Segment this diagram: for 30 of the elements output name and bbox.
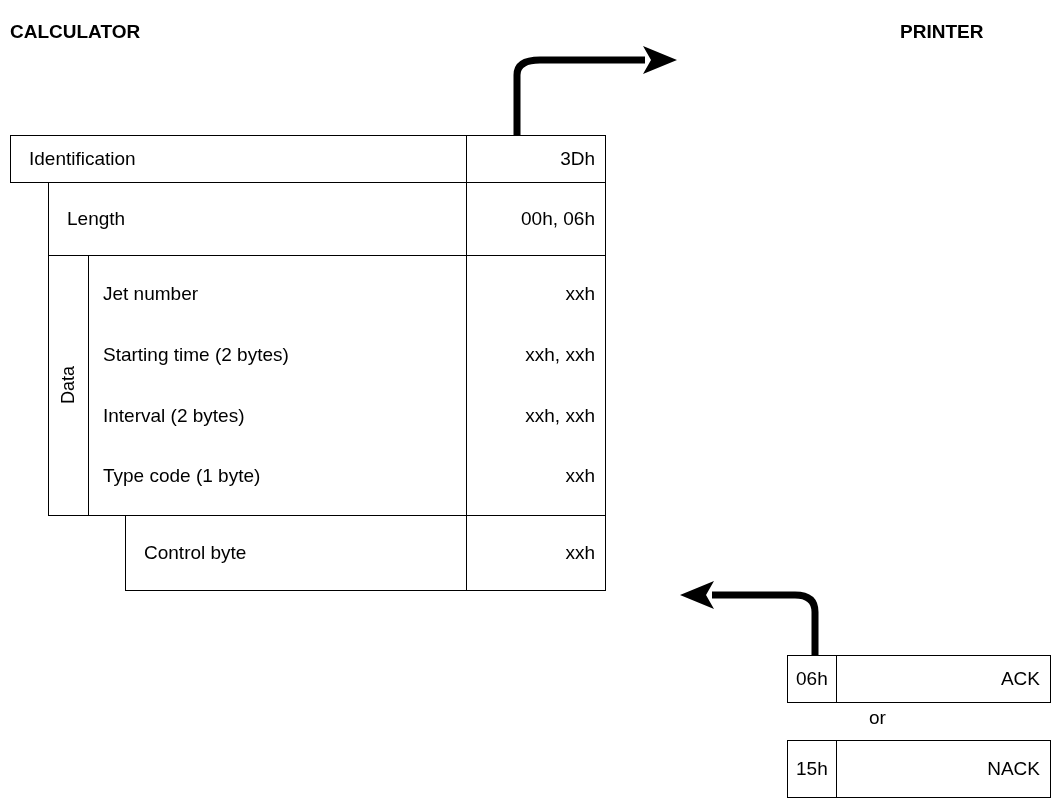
- response-name: NACK: [987, 756, 1040, 781]
- field-value: xxh: [565, 282, 595, 307]
- field-value: xxh, xxh: [525, 342, 595, 367]
- column-heading: PRINTER: [900, 20, 984, 44]
- column-heading: CALCULATOR: [10, 20, 141, 44]
- curved-arrow: [680, 581, 819, 655]
- response-box: [787, 740, 1051, 798]
- curved-arrow: [513, 46, 677, 135]
- field-name: Identification: [29, 146, 136, 171]
- field-name: Jet number: [102, 282, 199, 307]
- field-value: xxh: [565, 540, 595, 565]
- hex-code: 06h: [796, 666, 828, 691]
- field-name: Type code (1 byte): [102, 464, 261, 489]
- field-name: Length: [67, 206, 126, 231]
- field-name: Starting time (2 bytes): [102, 342, 289, 367]
- field-name: Interval (2 bytes): [102, 403, 245, 428]
- field-row: [125, 515, 606, 591]
- field-name: Control byte: [144, 540, 247, 565]
- field-row: [10, 135, 606, 183]
- field-value: xxh, xxh: [525, 403, 595, 428]
- separator-text: or: [869, 706, 886, 730]
- field-value: 3Dh: [560, 146, 595, 171]
- field-value: xxh: [565, 464, 595, 489]
- hex-code: 15h: [796, 756, 828, 781]
- group-label: Data: [57, 366, 79, 405]
- response-name: ACK: [1000, 666, 1040, 691]
- response-box: [787, 655, 1051, 703]
- field-row: [48, 182, 606, 256]
- data-field-group: [48, 255, 606, 516]
- field-value: 00h, 06h: [521, 206, 595, 231]
